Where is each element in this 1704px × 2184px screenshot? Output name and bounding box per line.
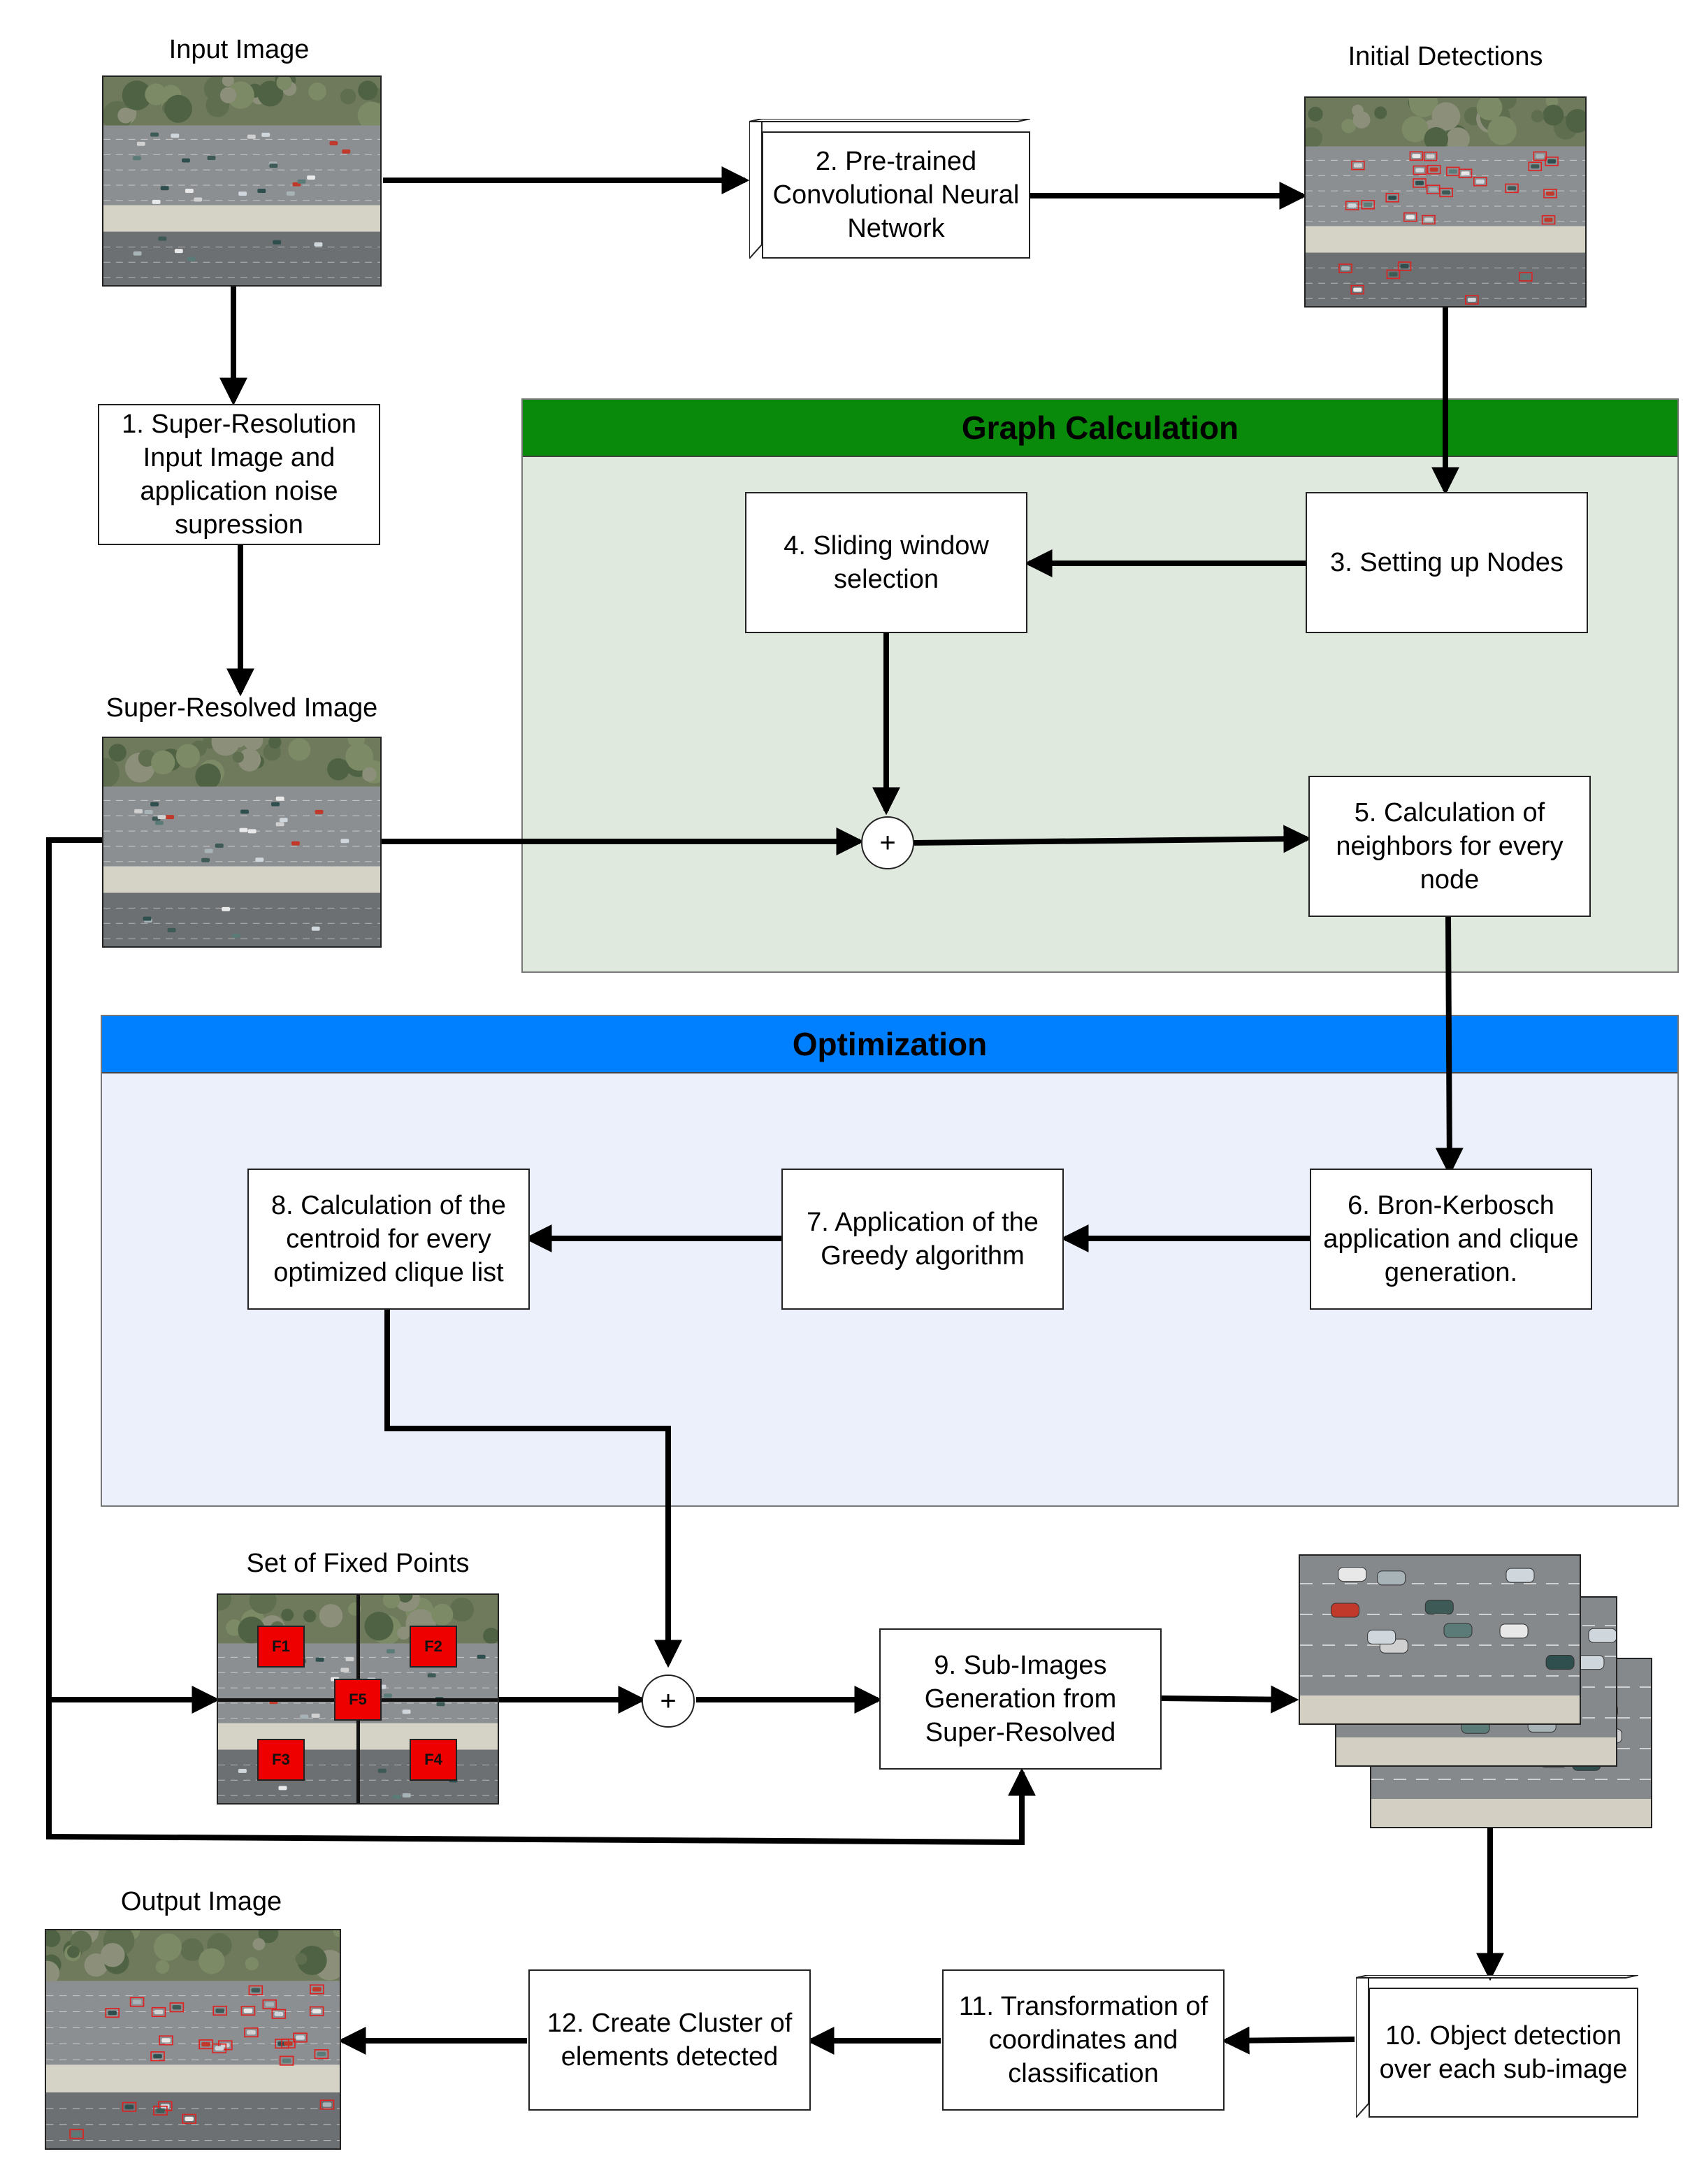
fixed-point-f3: F3 bbox=[257, 1739, 305, 1781]
step-12-cluster: 12. Create Cluster of elements detected bbox=[528, 1969, 811, 2111]
initial-detections-caption: Initial Detections bbox=[1348, 42, 1543, 71]
step-7-greedy: 7. Application of the Greedy algorithm bbox=[781, 1169, 1064, 1310]
fixed-point-f1: F1 bbox=[257, 1626, 305, 1668]
step-10-object-detection-cube: 10. Object detection over each sub-image bbox=[1356, 1975, 1638, 2118]
aerial-texture bbox=[1300, 1556, 1580, 1723]
step-4-sliding-window: 4. Sliding window selection bbox=[745, 492, 1027, 633]
aerial-texture bbox=[46, 1930, 340, 2148]
step-1-super-resolution: 1. Super-Resolution Input Image and appl… bbox=[98, 404, 380, 545]
step-6-bron-kerbosch: 6. Bron-Kerbosch application and clique … bbox=[1310, 1169, 1592, 1310]
sub-image-1 bbox=[1299, 1554, 1581, 1725]
input-image bbox=[102, 75, 382, 287]
step-8-centroid: 8. Calculation of the centroid for every… bbox=[247, 1169, 530, 1310]
output-image bbox=[45, 1929, 341, 2150]
graph-calculation-title: Graph Calculation bbox=[523, 400, 1677, 457]
output-image-caption: Output Image bbox=[120, 1887, 282, 1916]
aerial-texture bbox=[1306, 98, 1585, 306]
arrow-step8-to-junction2 bbox=[384, 1308, 682, 1668]
junction-sum-1: + bbox=[861, 816, 914, 869]
super-resolved-image bbox=[102, 737, 382, 948]
step-2-cnn-cube: 2. Pre-trained Convolutional Neural Netw… bbox=[749, 119, 1030, 259]
optimization-title: Optimization bbox=[102, 1016, 1677, 1073]
aerial-texture bbox=[103, 77, 380, 285]
fixed-point-f5: F5 bbox=[334, 1679, 382, 1721]
initial-detections-image bbox=[1304, 96, 1587, 308]
arrow-step10-to-step11 bbox=[1221, 2026, 1355, 2055]
arrow-superres-left-bus bbox=[46, 837, 1036, 1846]
fixed-points-caption: Set of Fixed Points bbox=[246, 1549, 470, 1578]
arrow-junction-to-step5 bbox=[914, 825, 1312, 853]
aerial-texture bbox=[103, 738, 380, 946]
junction-sum-2: + bbox=[642, 1675, 695, 1728]
input-image-caption: Input Image bbox=[168, 35, 310, 64]
step-9-sub-images: 9. Sub-Images Generation from Super-Reso… bbox=[879, 1628, 1162, 1770]
fixed-point-f2: F2 bbox=[410, 1626, 457, 1668]
step-10-label: 10. Object detection over each sub-image bbox=[1379, 2021, 1628, 2084]
step-11-transformation: 11. Transformation of coordinates and cl… bbox=[942, 1969, 1225, 2111]
step-3-setting-up-nodes: 3. Setting up Nodes bbox=[1306, 492, 1588, 633]
step-5-neighbors: 5. Calculation of neighbors for every no… bbox=[1308, 776, 1591, 917]
super-resolved-caption: Super-Resolved Image bbox=[106, 693, 378, 723]
arrow-step9-to-subimages bbox=[1161, 1685, 1299, 1714]
fixed-point-f4: F4 bbox=[410, 1739, 457, 1781]
step-2-label: 2. Pre-trained Convolutional Neural Netw… bbox=[772, 147, 1020, 243]
cube-edges bbox=[749, 119, 1030, 259]
arrow-step5-to-step6 bbox=[1435, 915, 1464, 1176]
